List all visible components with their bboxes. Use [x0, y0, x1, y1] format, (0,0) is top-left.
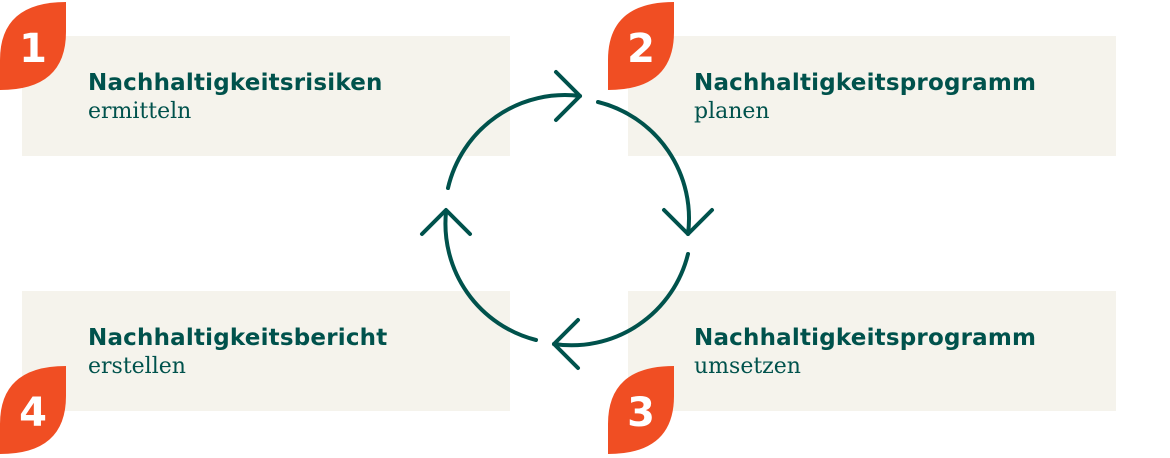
step-2-badge: 2: [608, 2, 674, 90]
step-3-text: Nachhaltigkeitsprogramm umsetzen: [694, 323, 1036, 381]
step-3-badge: 3: [608, 366, 674, 454]
cycle-arrowhead-1: [554, 70, 582, 122]
step-1-number: 1: [19, 26, 47, 72]
step-2-number: 2: [627, 26, 655, 72]
leaf-badge-icon: [608, 366, 674, 454]
cycle-arc-4: [443, 210, 538, 342]
cycle-arrowhead-4: [420, 208, 472, 236]
step-2-subtitle: planen: [694, 99, 770, 124]
step-1-badge: 1: [0, 2, 66, 90]
leaf-badge-icon: [608, 2, 674, 90]
cycle-arc-2: [596, 100, 691, 236]
step-3-subtitle: umsetzen: [694, 354, 801, 379]
step-4-badge: 4: [0, 366, 66, 454]
cycle-arc-1: [446, 93, 582, 190]
cycle-arrowhead-2: [662, 208, 714, 236]
step-2-box: Nachhaltigkeitsprogramm planen: [628, 36, 1116, 156]
cycle-arrowhead-3: [552, 318, 580, 370]
step-2-text: Nachhaltigkeitsprogramm planen: [694, 68, 1036, 126]
step-3-title: Nachhaltigkeitsprogramm: [694, 325, 1037, 351]
step-4-title: Nachhaltigkeitsbericht: [88, 325, 388, 351]
step-1-subtitle: ermitteln: [88, 99, 192, 124]
step-3-number: 3: [627, 390, 655, 436]
leaf-badge-icon: [0, 366, 66, 454]
cycle-arrows-icon: [420, 70, 714, 370]
step-1-title: Nachhaltigkeitsrisiken: [88, 70, 383, 96]
step-4-text: Nachhaltigkeitsbericht erstellen: [88, 323, 387, 381]
step-2-title: Nachhaltigkeitsprogramm: [694, 70, 1037, 96]
step-4-number: 4: [19, 390, 47, 436]
step-4-box: Nachhaltigkeitsbericht erstellen: [22, 291, 510, 411]
step-4-subtitle: erstellen: [88, 354, 186, 379]
step-1-text: Nachhaltigkeitsrisiken ermitteln: [88, 68, 383, 126]
step-3-box: Nachhaltigkeitsprogramm umsetzen: [628, 291, 1116, 411]
cycle-arc-3: [552, 252, 690, 348]
step-1-box: Nachhaltigkeitsrisiken ermitteln: [22, 36, 510, 156]
leaf-badge-icon: [0, 2, 66, 90]
